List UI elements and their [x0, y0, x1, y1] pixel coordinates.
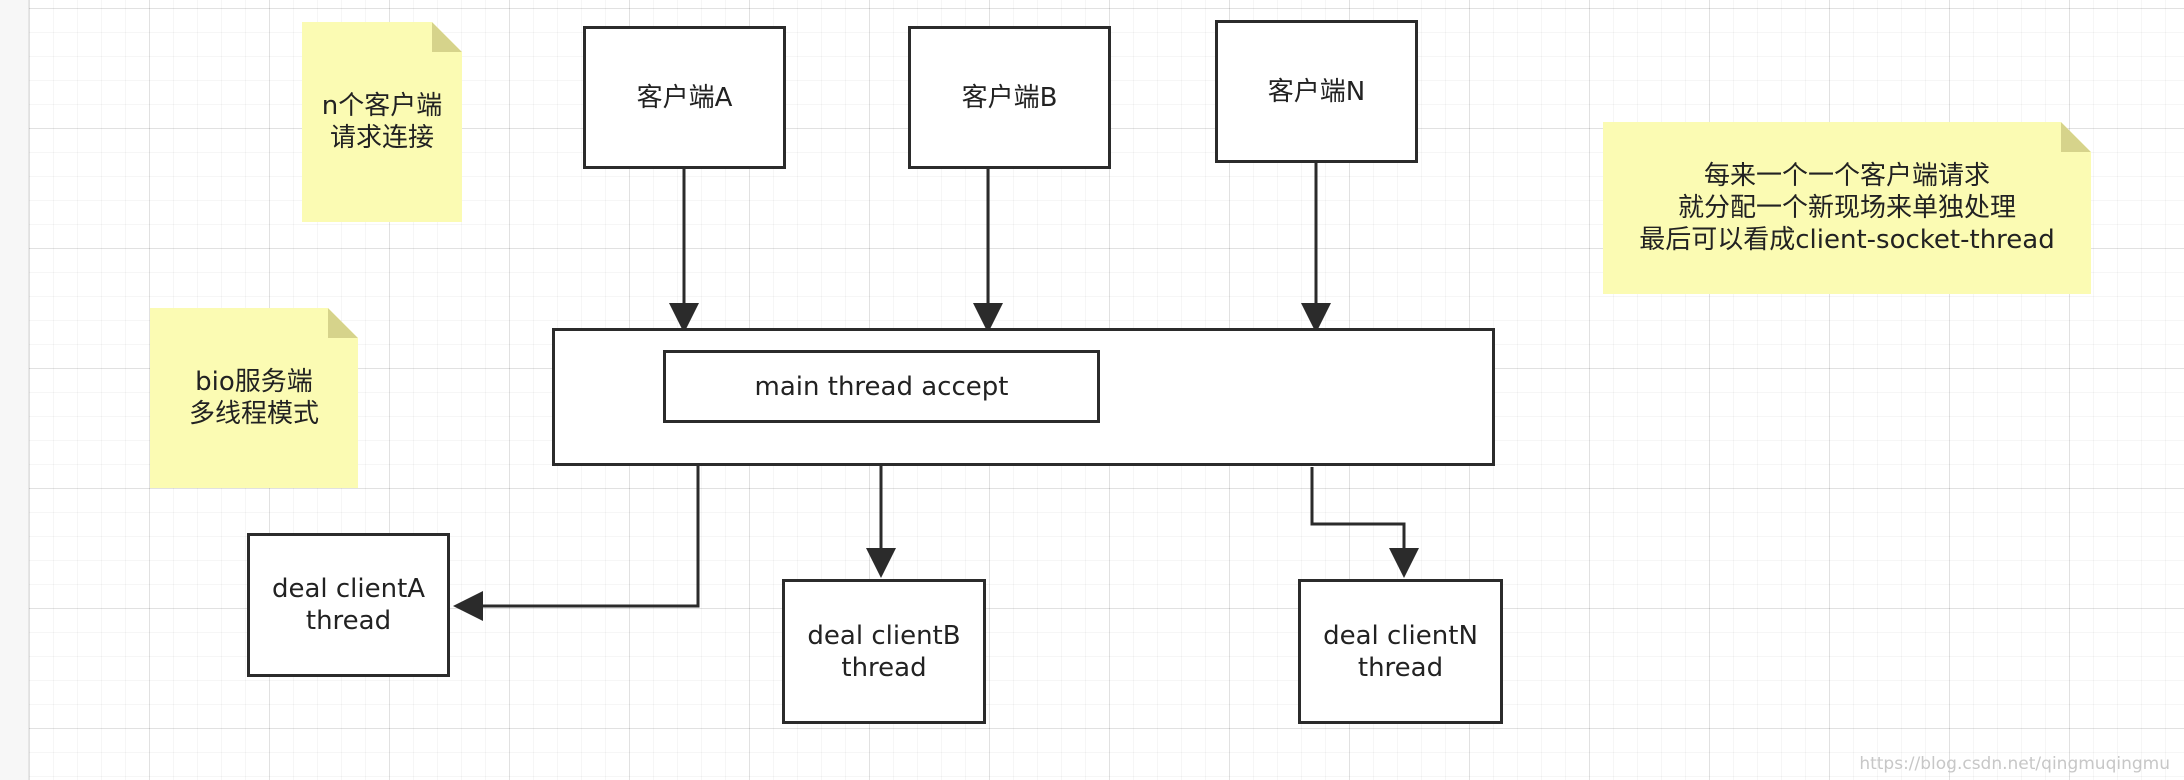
main-thread-label: main thread accept — [754, 371, 1009, 402]
worker-n-label: deal clientN thread — [1323, 620, 1478, 683]
client-n-box: 客户端N — [1215, 20, 1418, 163]
client-b-label: 客户端B — [961, 82, 1058, 113]
worker-n-box: deal clientN thread — [1298, 579, 1503, 724]
note-text: n个客户端 请求连接 — [321, 91, 443, 153]
sticky-note-clients-request: n个客户端 请求连接 — [302, 22, 462, 222]
sticky-note-explanation: 每来一个一个客户端请求 就分配一个新现场来单独处理 最后可以看成client-s… — [1603, 122, 2091, 294]
canvas-left-rail — [0, 0, 29, 780]
client-a-box: 客户端A — [583, 26, 786, 169]
edge-server-to-worker-n — [1310, 467, 1419, 578]
watermark-text: https://blog.csdn.net/qingmuqingmu — [1859, 754, 2170, 774]
worker-b-box: deal clientB thread — [782, 579, 986, 724]
worker-a-box: deal clientA thread — [247, 533, 450, 677]
worker-b-label: deal clientB thread — [807, 620, 961, 683]
main-thread-accept-box: main thread accept — [663, 350, 1100, 423]
worker-a-label: deal clientA thread — [271, 574, 426, 636]
edge-server-to-worker-a — [453, 422, 700, 621]
sticky-note-bio-server: bio服务端 多线程模式 — [150, 308, 358, 488]
client-n-label: 客户端N — [1267, 76, 1366, 107]
note-text: bio服务端 多线程模式 — [188, 367, 319, 429]
client-b-box: 客户端B — [908, 26, 1111, 169]
note-text: 每来一个一个客户端请求 就分配一个新现场来单独处理 最后可以看成client-s… — [1639, 161, 2055, 255]
client-a-label: 客户端A — [636, 82, 733, 113]
